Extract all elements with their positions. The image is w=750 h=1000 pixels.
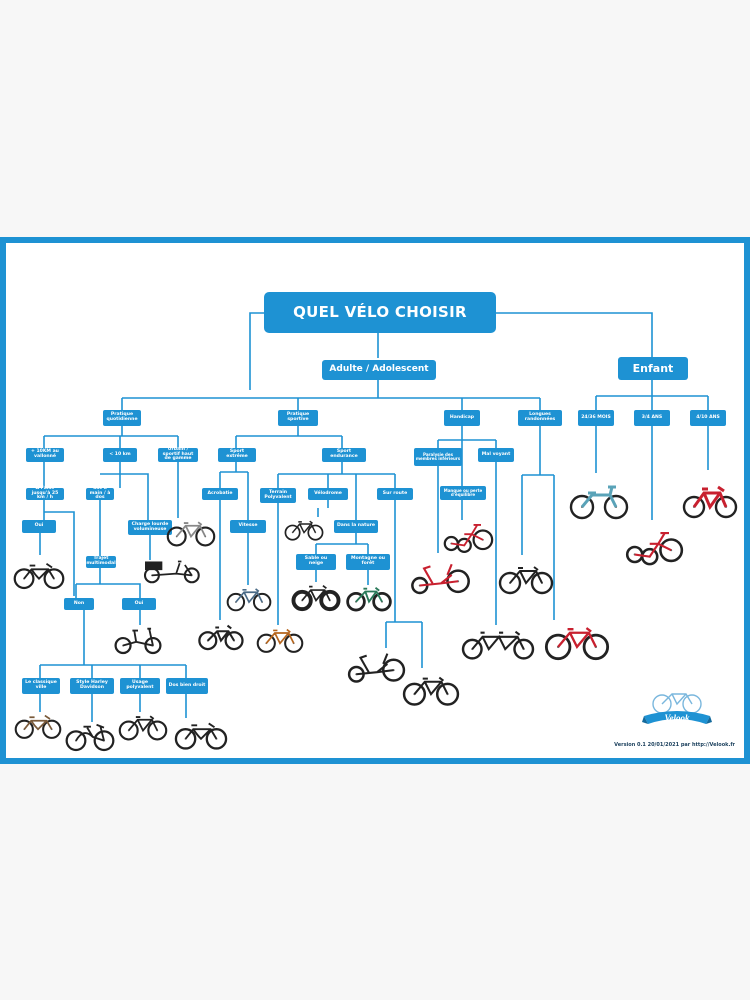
bike-touring-icon	[498, 560, 554, 596]
node-age-24-36: 24/36 MOIS	[578, 410, 614, 426]
node-assist-25kmh: A l'aise jusqu'à 25 km / h	[26, 486, 64, 500]
node-handicap: Handicap	[444, 410, 480, 426]
bike-hybrid-icon	[118, 712, 168, 741]
node-visually-impaired: Mal voyant	[478, 448, 514, 462]
node-sand-snow: Sable ou neige	[296, 554, 336, 570]
node-long-rides: Longues randonnées	[518, 410, 562, 426]
node-yes-2: Oui	[122, 598, 156, 610]
bike-urban-premium-icon	[166, 518, 216, 547]
bike-track-icon	[284, 517, 324, 541]
bike-classic-city-icon	[14, 712, 62, 739]
bike-balance-icon	[568, 480, 630, 520]
bike-cruiser-icon	[64, 722, 116, 752]
node-speed: Vitesse	[230, 520, 266, 533]
node-age-3-4: 3/4 ANS	[634, 410, 670, 426]
node-practical: Pratique quotidienne	[103, 410, 141, 426]
node-classic-city: Le classique ville	[22, 678, 60, 694]
node-over-10km: + 10KM au vallonné	[26, 448, 64, 462]
node-yes-1: Oui	[22, 520, 56, 533]
bike-tandem-icon	[461, 625, 535, 663]
node-under-10km: < 10 km	[103, 448, 137, 462]
branch-child: Enfant	[618, 357, 688, 380]
node-endurance-sport: Sport endurance	[322, 448, 366, 462]
bike-randonneur-icon	[544, 620, 610, 662]
node-harley-style: Style Harley Davidson	[70, 678, 114, 694]
velook-logo-icon: Velook	[642, 693, 712, 724]
bike-fixie-icon	[226, 585, 272, 612]
node-mountain-forest: Montagne ou forêt	[346, 554, 390, 570]
bike-folding-icon	[112, 625, 164, 655]
node-upright-back: Dos bien droit	[166, 678, 208, 694]
branch-adult: Adulte / Adolescent	[322, 360, 436, 380]
node-acrobatics: Acrobatie	[202, 488, 238, 500]
bike-cargo-icon	[138, 558, 204, 584]
bike-road-racing-icon	[402, 668, 460, 710]
bike-tricycle-adult-icon	[442, 520, 494, 554]
bike-bmx-icon	[196, 620, 244, 651]
bike-recumbent-icon	[346, 648, 406, 684]
diagram-title: QUEL VÉLO CHOISIR	[264, 292, 496, 333]
node-urban-premium: Urbain / sportif haut de gamme	[158, 447, 198, 462]
logo-text: Velook	[664, 713, 690, 723]
node-versatile-use: Usage polyvalent	[120, 678, 160, 694]
node-handbag: Sac à main / à dos	[86, 486, 114, 500]
node-age-4-10: 4/10 ANS	[690, 410, 726, 426]
bike-gravel-icon	[256, 625, 304, 653]
bike-handcycle-icon	[404, 560, 476, 595]
footer-version: Version 0.1 20/01/2021 par http://Velook…	[614, 742, 735, 748]
node-balance-loss: Manque ou perte d'équilibre	[440, 486, 486, 500]
bike-kids-bike-icon	[682, 476, 738, 520]
node-heavy-load: Charge lourde volumineuse	[128, 520, 172, 535]
node-no: Non	[64, 598, 94, 610]
node-all-terrain: Terrain Polyvalent	[260, 488, 296, 503]
node-in-nature: Dans la nature	[334, 520, 378, 533]
bike-kids-trike-icon	[624, 520, 684, 574]
node-paralysis: Paralysie des membres inférieurs	[414, 448, 462, 466]
bike-mtb-icon	[344, 585, 394, 612]
bike-fatbike-icon	[290, 582, 342, 612]
node-extreme-sport: Sport extrême	[218, 448, 256, 462]
node-on-road: Sur route	[377, 488, 413, 500]
bike-dutch-icon	[174, 718, 228, 750]
node-sport: Pratique sportive	[278, 410, 318, 426]
bike-ebike-icon	[12, 560, 66, 590]
node-velodrome: Vélodrome	[308, 488, 348, 500]
node-multimodal: Trajet multimodal	[86, 556, 116, 568]
